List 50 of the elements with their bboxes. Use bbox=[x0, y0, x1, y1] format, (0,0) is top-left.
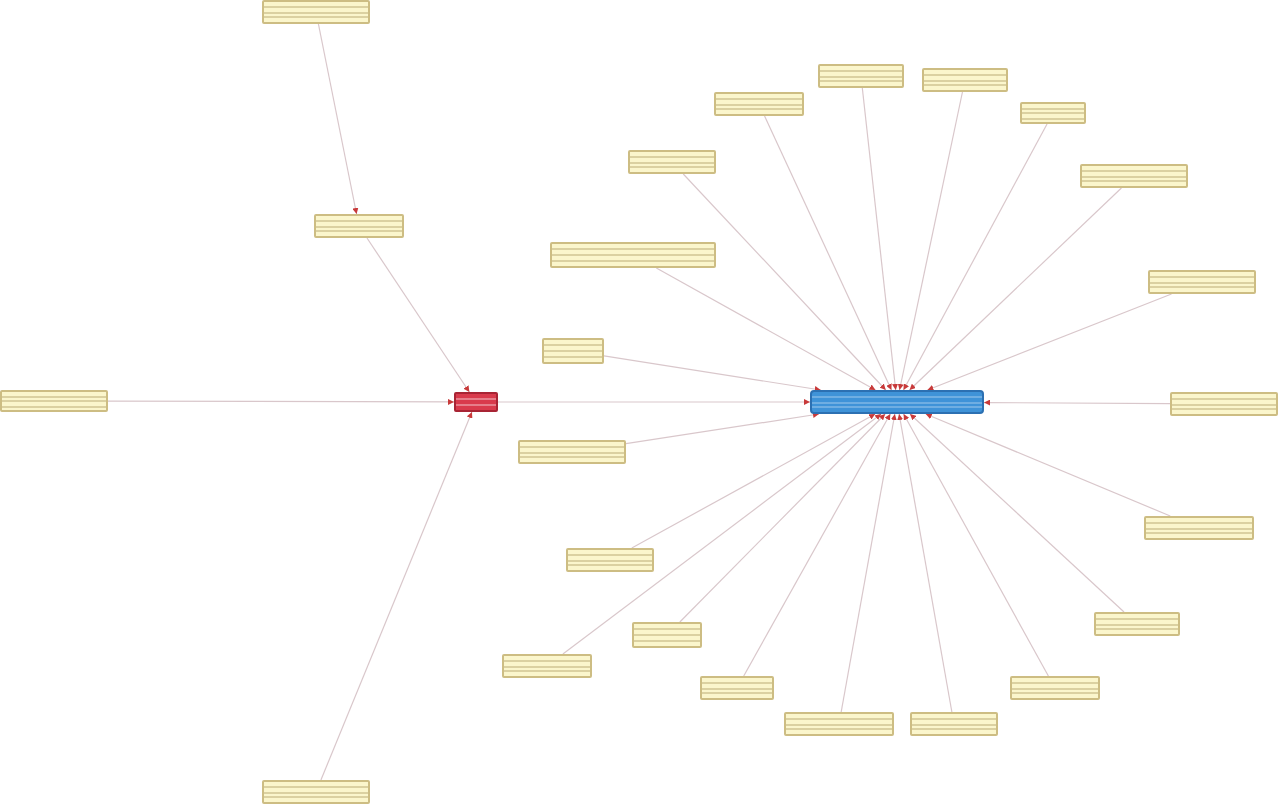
entity-box bbox=[542, 338, 604, 364]
entity-box bbox=[454, 392, 498, 412]
connector-arrow bbox=[909, 187, 1122, 391]
entity-box bbox=[1144, 516, 1254, 540]
entity-box bbox=[1094, 612, 1180, 636]
connector-arrow bbox=[840, 413, 897, 713]
connector-arrow bbox=[366, 237, 470, 393]
connector-arrow bbox=[897, 413, 953, 713]
connector-arrow bbox=[926, 293, 1173, 391]
entity-box bbox=[262, 0, 370, 24]
connector-arrow bbox=[897, 91, 964, 391]
connector-arrow bbox=[631, 413, 876, 549]
connector-arrow bbox=[603, 355, 822, 393]
connector-arrow bbox=[562, 413, 882, 655]
entity-box bbox=[1170, 392, 1278, 416]
entity-box bbox=[714, 92, 804, 116]
entity-box bbox=[700, 676, 774, 700]
connector-arrow bbox=[682, 173, 887, 391]
entity-box bbox=[0, 390, 108, 412]
connector-arrow bbox=[317, 23, 359, 215]
entity-box bbox=[566, 548, 654, 572]
connector-arrow bbox=[983, 399, 1171, 406]
connector-arrow bbox=[763, 115, 893, 391]
connector-arrow bbox=[743, 413, 891, 677]
entity-box bbox=[1010, 676, 1100, 700]
connector-arrow bbox=[902, 123, 1048, 391]
entity-box bbox=[632, 622, 702, 648]
entity-box bbox=[502, 654, 592, 678]
connector-arrow bbox=[107, 398, 455, 405]
entity-box bbox=[314, 214, 404, 238]
entity-box bbox=[1080, 164, 1188, 188]
entity-box bbox=[262, 780, 370, 804]
entity-box bbox=[628, 150, 716, 174]
entity-box bbox=[810, 390, 984, 414]
entity-box bbox=[1020, 102, 1086, 124]
connector-arrow bbox=[909, 413, 1125, 613]
entity-box bbox=[1148, 270, 1256, 294]
entity-box bbox=[910, 712, 998, 736]
connector-arrow bbox=[679, 413, 886, 623]
connector-arrow bbox=[655, 267, 877, 391]
connector-arrow bbox=[625, 411, 820, 445]
connector-arrow bbox=[903, 413, 1049, 677]
entity-box bbox=[818, 64, 904, 88]
connector-arrow bbox=[925, 413, 1171, 517]
connector-arrow bbox=[320, 411, 473, 781]
entity-box bbox=[550, 242, 716, 268]
entity-box bbox=[784, 712, 894, 736]
connector-arrow bbox=[861, 87, 898, 391]
entity-box bbox=[922, 68, 1008, 92]
entity-box bbox=[518, 440, 626, 464]
